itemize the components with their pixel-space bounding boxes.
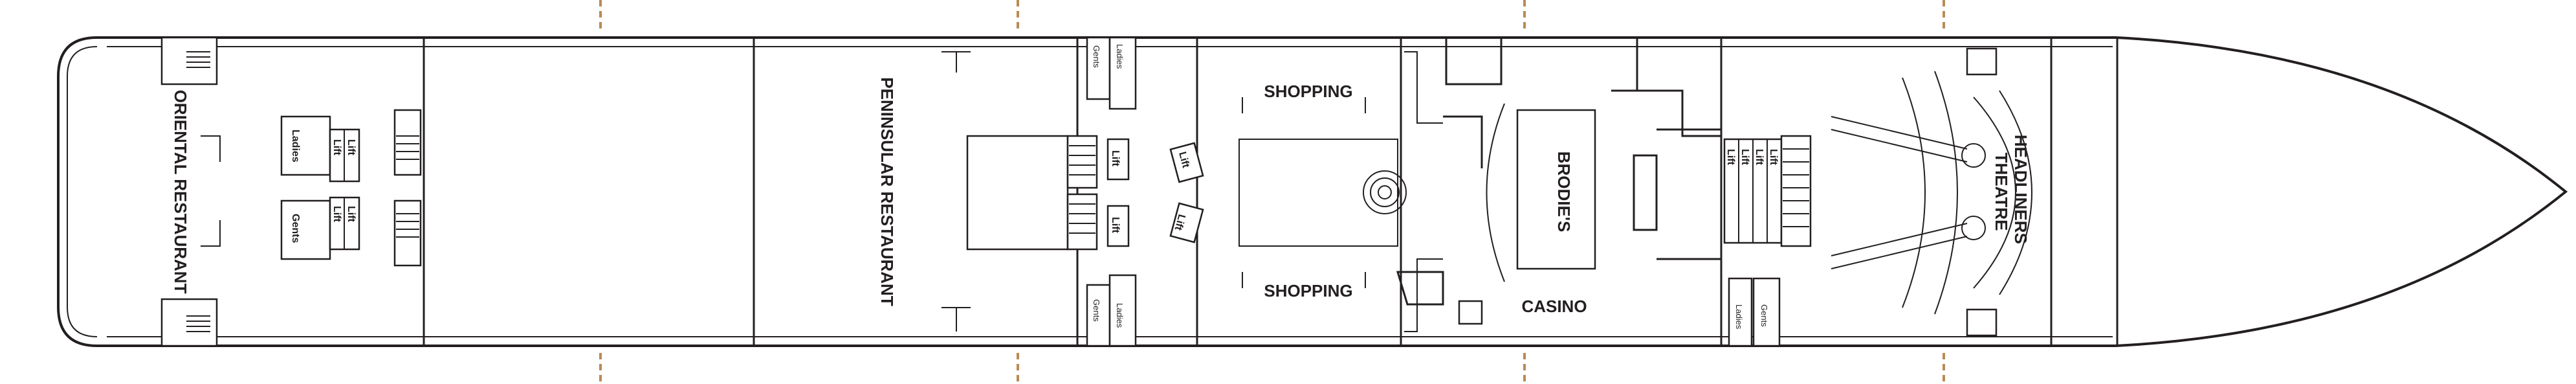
lift-label-mid-1: Lift: [1110, 150, 1121, 167]
venue-headliners-theatre: HEADLINERS THEATRE: [1992, 135, 2031, 249]
restroom-ladies-aft: Ladies: [290, 130, 301, 163]
restroom-ladies-mid-top: Ladies: [1115, 44, 1125, 69]
theatre: [1831, 47, 2032, 337]
labels: ORIENTAL RESTAURANT PENINSULAR RESTAURAN…: [171, 44, 2031, 330]
lift-label-fwd-1: Lift: [1725, 149, 1736, 166]
oriental-area: [201, 115, 360, 260]
hull: [57, 36, 2568, 347]
venue-shopping-bottom: SHOPPING: [1264, 281, 1352, 300]
restroom-gents-mid-bottom: Gents: [1092, 299, 1101, 322]
forward-core: [1723, 135, 1812, 347]
restroom-gents-aft: Gents: [290, 214, 301, 243]
restroom-ladies-fwd: Ladies: [1734, 304, 1744, 330]
restroom-ladies-mid-bottom: Ladies: [1115, 303, 1125, 328]
aft-stairs: [160, 36, 422, 347]
shopping-arcade: [1238, 51, 1443, 332]
lift-label-aft-1: Lift: [331, 139, 342, 156]
lift-label-fwd-3: Lift: [1754, 149, 1765, 166]
venue-oriental-restaurant: ORIENTAL RESTAURANT: [171, 90, 190, 294]
venue-headliners-line-2: THEATRE: [1992, 153, 2011, 231]
venue-casino: CASINO: [1521, 297, 1587, 316]
venue-brodies: BRODIE'S: [1554, 152, 1574, 232]
midship-core: [1086, 36, 1204, 347]
lift-label-mid-2: Lift: [1110, 217, 1121, 234]
venue-headliners-line-1: HEADLINERS: [2011, 135, 2031, 244]
lift-label-fwd-4: Lift: [1768, 149, 1779, 166]
restroom-gents-mid-top: Gents: [1092, 45, 1101, 68]
lift-label-aft-4: Lift: [346, 206, 357, 223]
restroom-gents-fwd: Gents: [1759, 304, 1769, 327]
lift-label-aft-3: Lift: [331, 206, 342, 223]
venue-shopping-top: SHOPPING: [1264, 82, 1352, 101]
lift-label-mid-4: Lift: [1172, 213, 1187, 232]
lift-label-fwd-2: Lift: [1739, 149, 1750, 166]
lift-label-mid-3: Lift: [1176, 151, 1191, 170]
lift-label-aft-2: Lift: [346, 139, 357, 156]
section-markers: [599, 0, 1945, 384]
venue-peninsular-restaurant: PENINSULAR RESTAURANT: [877, 77, 897, 306]
brodies-casino: [1396, 38, 1723, 325]
peninsular-area: [941, 51, 1098, 332]
